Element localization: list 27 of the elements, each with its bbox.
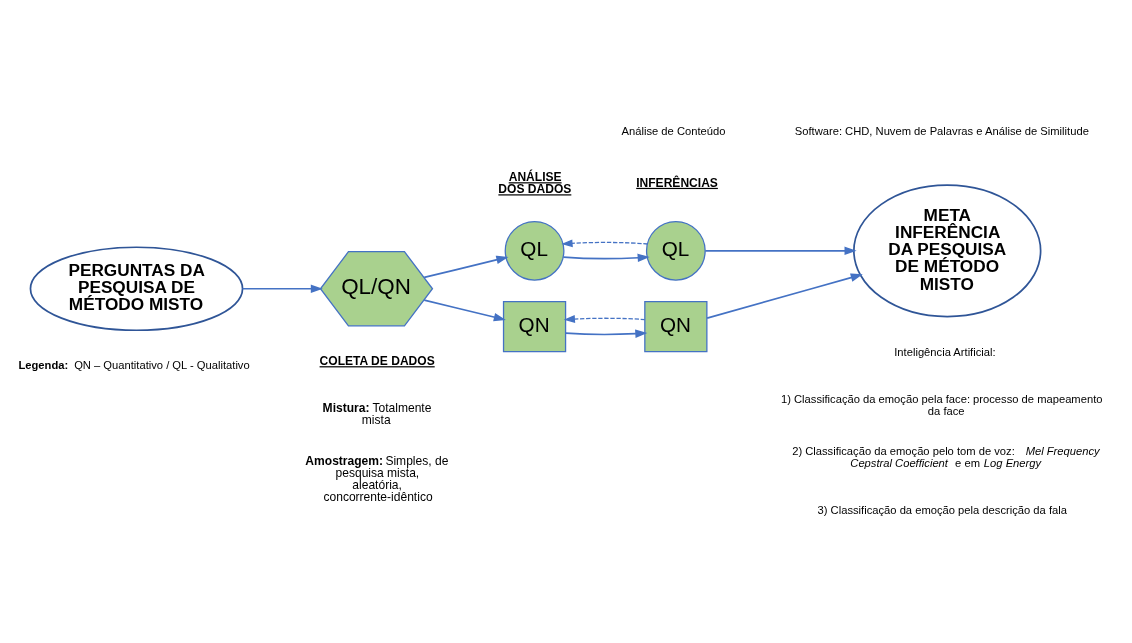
label: 3) Classificação da emoção pela descrição da fala [817,503,1067,516]
label: Inteligência Artificial: [894,346,996,359]
arrow [562,253,650,263]
arrow [561,239,648,248]
label: Legenda: QN – Quantitativo / QL - Qualitativo [18,359,250,372]
node-circle: QL [504,220,565,281]
label: Análise de Conteúdo [621,124,726,137]
label: Software: CHD, Nuvem de Palavras e Análise de Similitude [794,124,1089,137]
arrow [564,329,648,338]
node-box: QN [502,301,567,353]
arrow [706,273,863,319]
node-label: COLETA DE DADOS [319,354,435,369]
node-label: Mistura: Totalmente mista [322,401,432,428]
arrow [704,246,857,256]
arrow [241,284,323,293]
arrow [423,255,509,279]
arrow [563,315,646,323]
node-box: QN [644,301,708,353]
label: 1) Classificação da emoção pela face: processo de mapeamento da face [780,392,1103,417]
node-circle: QL [645,220,706,281]
node-label: Amostragem: Simples, de pesquisa mista, aleatória, concorrente-idêntico [305,453,449,504]
arrow [423,299,506,322]
node-ellipse: PERGUNTAS DA PESQUISA DE MÉTODO MISTO [29,246,244,332]
node-label: ANÁLISE DOS DADOS [498,170,572,197]
node-ellipse: META INFERÊNCIA DA PESQUISA DE MÉTODO MISTO [853,184,1042,318]
node-label: INFERÊNCIAS [636,175,718,190]
label: 2) Classificação da emoção pelo tom de voz: Mel Frequency Cepstral Coefficient e em Log Energy [792,445,1100,469]
